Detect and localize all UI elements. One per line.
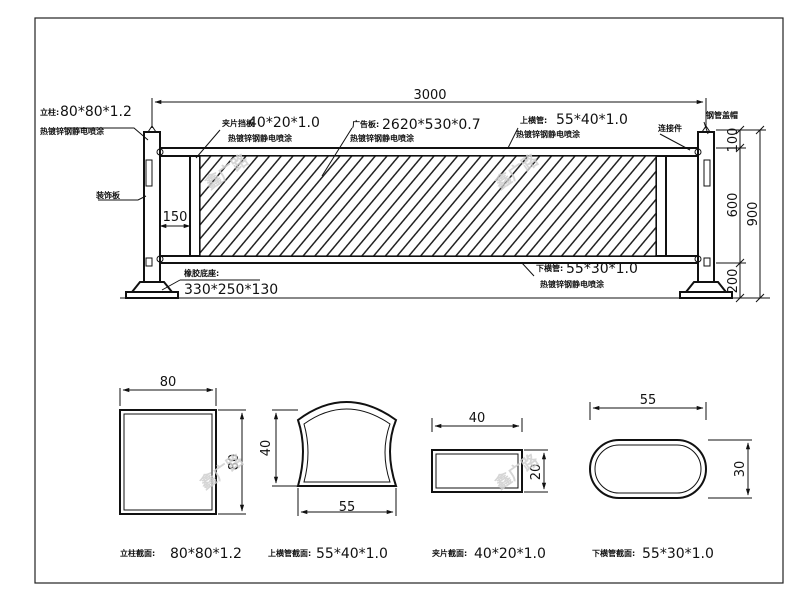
upper-rail-finish: 热镀锌钢静电喷涂 [516,129,581,139]
upper-rail-section-caption-cn: 上横管截面: [268,548,311,558]
post-section-width-dim: 80 [160,375,177,390]
base-spec: 330*250*130 [184,282,278,298]
middle-post-finish: 热镀锌钢静电喷涂 [228,133,293,143]
watermark-3: 鑫广路 [196,450,248,494]
height-total-dim: 900 [746,202,761,227]
gap-dimension: 150 [159,210,191,229]
lower-rail-cross-section: 55 30 下横管截面: 55*30*1.0 [589,393,752,562]
middle-post-spec: 40*20*1.0 [248,115,320,131]
clip-section-caption-cn: 夹片截面: [432,548,467,558]
lower-rail-finish: 热镀锌钢静电喷涂 [540,279,605,289]
main-elevation-view: 3000 150 100 600 200 900 [40,88,770,303]
connector-label: 连接件 [658,123,682,133]
lower-rail-section-height-dim: 30 [733,461,748,478]
upper-rail-section-caption-spec: 55*40*1.0 [316,546,388,562]
height-bottom-dim: 200 [726,269,741,294]
base-label: 橡胶底座: [184,268,219,278]
height-dimensions: 100 600 200 900 [716,125,766,303]
lower-rail-section-caption-spec: 55*30*1.0 [642,546,714,562]
upper-rail-spec: 55*40*1.0 [556,112,628,128]
post-finish: 热镀锌钢静电喷涂 [40,126,105,136]
upper-rail-section-width-dim: 55 [339,500,356,515]
lower-rail-section-width-dim: 55 [640,393,657,408]
height-mid-dim: 600 [726,193,741,218]
ad-panel-spec: 2620*530*0.7 [382,117,481,133]
upper-rail-label: 上横管: [520,115,547,125]
clip-section-caption-spec: 40*20*1.0 [474,546,546,562]
height-top-dim: 100 [726,128,741,153]
left-post [125,125,179,299]
cap-label: 钢管盖帽 [706,110,738,120]
post-label: 立柱: [40,107,59,117]
clip-section-width-dim: 40 [469,411,486,426]
left-clip-post [189,155,201,257]
lower-rail-section-caption-cn: 下横管截面: [592,548,635,558]
gap-dim: 150 [163,210,188,225]
post-section-caption-cn: 立柱截面: [120,548,155,558]
post-spec: 80*80*1.2 [60,104,132,120]
ad-panel [199,155,657,257]
length-dimension: 3000 [151,88,707,128]
post-section-height-dim: 80 [227,454,242,471]
upper-rail-section-height-dim: 40 [259,440,274,457]
leader-lines [64,121,709,291]
middle-post-label: 夹片挡板 [222,118,255,128]
right-post [679,125,733,299]
post-section-caption-spec: 80*80*1.2 [170,546,242,562]
post-cross-section: 80 80 立柱截面: 80*80*1.2 [119,375,246,562]
lower-rail-label: 下横管: [536,263,563,273]
clip-section-height-dim: 20 [529,464,544,481]
drawing-border [34,17,784,584]
clip-cross-section: 40 20 夹片截面: 40*20*1.0 [431,411,548,562]
decor-label: 装饰板 [95,190,121,200]
right-clip-post [655,155,667,257]
upper-rail-cross-section: 40 55 上横管截面: 55*40*1.0 [259,401,398,562]
ad-panel-finish: 热镀锌钢静电喷涂 [350,133,415,143]
ad-panel-label: 广告板: [352,119,379,129]
overall-length-dim: 3000 [413,88,446,103]
lower-rail-spec: 55*30*1.0 [566,261,638,277]
